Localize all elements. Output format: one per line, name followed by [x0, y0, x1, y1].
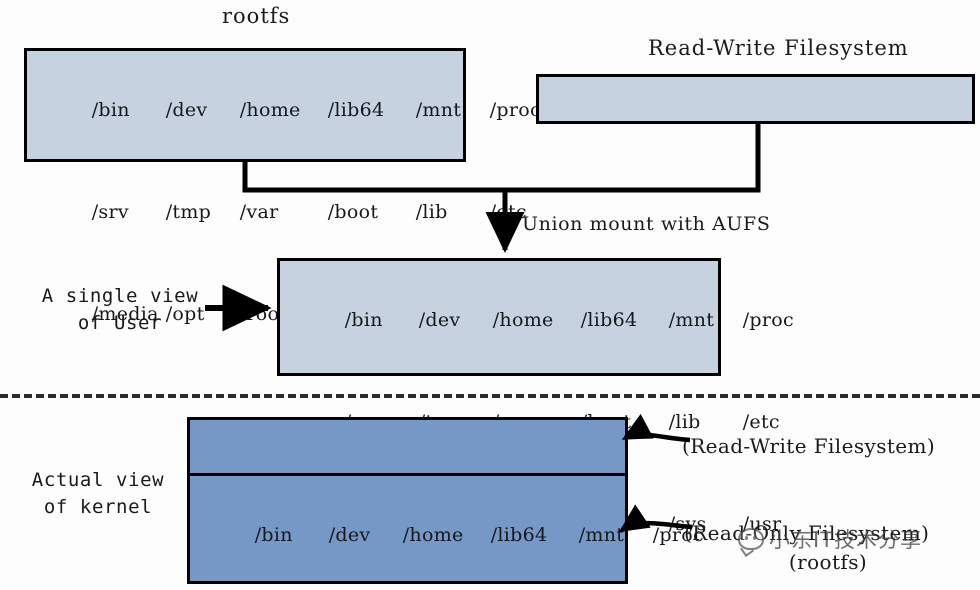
path-cell: /bin: [91, 99, 130, 121]
rootfs-title: rootfs: [222, 4, 291, 28]
single-view-line-2: of User: [77, 312, 163, 334]
path-cell: /media: [91, 303, 159, 325]
watermark: 小东IT技术分享: [738, 524, 923, 557]
rootfs-layer-box: /bin/dev/home/lib64/mnt/proc /srv/tmp/va…: [24, 48, 541, 325]
path-cell: /proc: [742, 309, 794, 331]
path-cell: /home: [492, 309, 554, 331]
single-view-line-1: A single view: [41, 285, 199, 307]
user-kernel-separator: [0, 394, 980, 398]
read-write-filesystem-title: Read-Write Filesystem: [648, 36, 909, 60]
path-cell: /lib64: [580, 309, 638, 331]
path-cell: /boot: [327, 201, 379, 223]
table-row: /srv/tmp/var/boot/lib/etc: [41, 161, 527, 263]
path-cell: /mnt: [578, 524, 625, 546]
path-cell: /bin: [344, 309, 383, 331]
union-view-box: /bin/dev/home/lib64/mnt/proc /srv/tmp/va…: [277, 258, 794, 535]
path-cell: /mnt: [415, 99, 462, 121]
kernel-view-box: /bin/dev/home/lib64/mnt/proc /srv/tmp/va…: [187, 417, 704, 584]
single-view-label: A single view of User: [30, 283, 210, 337]
path-cell: /proc: [489, 99, 541, 121]
ghost-mascot-icon: [738, 528, 764, 557]
actual-view-line-2: of kernel: [43, 496, 153, 518]
path-cell: /dev: [165, 99, 208, 121]
callout-read-only-sub: (rootfs): [788, 550, 868, 574]
callout-read-write-filesystem: (Read-Write Filesystem): [682, 434, 936, 458]
watermark-text: 小东IT技术分享: [769, 528, 923, 552]
table-row: /bin/dev/home/lib64/mnt/proc: [41, 59, 541, 161]
actual-view-label: Actual view of kernel: [14, 467, 182, 521]
path-cell: /dev: [418, 309, 461, 331]
path-cell: /lib64: [490, 524, 548, 546]
path-cell: /lib: [668, 411, 701, 433]
table-row: /bin/dev/home/lib64/mnt/proc: [294, 269, 794, 371]
path-cell: /lib: [415, 201, 448, 223]
path-cell: /tmp: [165, 201, 212, 223]
path-cell: /etc: [742, 411, 780, 433]
table-row: /srv/tmp/var/boot/lib/etc: [204, 586, 625, 590]
kernel-path-list: /bin/dev/home/lib64/mnt/proc /srv/tmp/va…: [190, 476, 704, 590]
union-mount-label: Union mount with AUFS: [522, 213, 771, 235]
path-cell: /var: [239, 201, 279, 223]
path-cell: /mnt: [668, 309, 715, 331]
wire-rw-to-union: [505, 124, 761, 193]
actual-view-line-1: Actual view: [31, 469, 165, 491]
kernel-layer-divider: [190, 473, 625, 476]
path-cell: /bin: [254, 524, 293, 546]
path-cell: /home: [402, 524, 464, 546]
read-write-layer-box: [536, 74, 975, 124]
path-cell: /dev: [328, 524, 371, 546]
path-cell: /home: [239, 99, 301, 121]
table-row: /bin/dev/home/lib64/mnt/proc: [204, 484, 704, 586]
path-cell: /srv: [91, 201, 129, 223]
path-cell: /opt: [165, 303, 205, 325]
path-cell: /lib64: [327, 99, 385, 121]
